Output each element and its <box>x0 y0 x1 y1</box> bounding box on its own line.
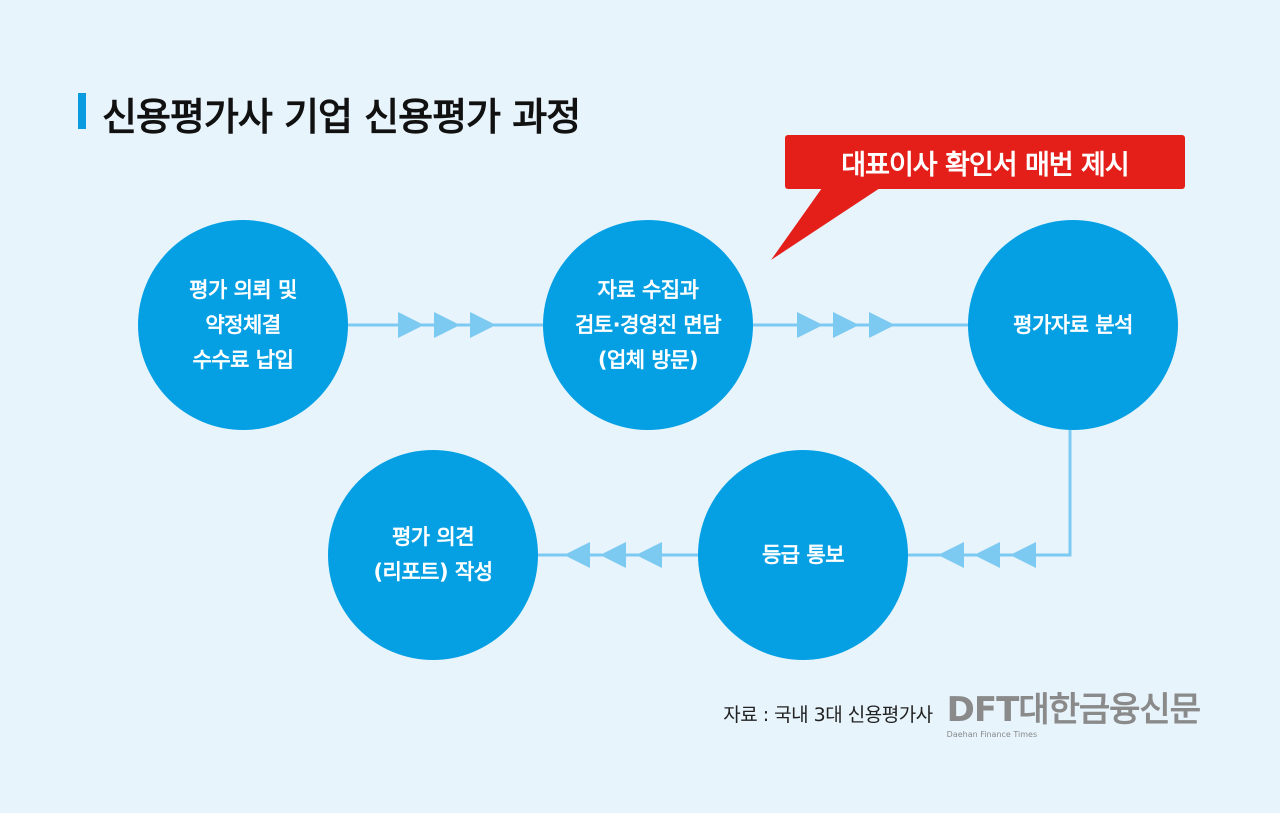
step-text: 약정체결 <box>205 312 281 337</box>
arrow-right-icon <box>470 312 496 338</box>
arrow-left-icon <box>564 542 590 568</box>
step-circle-2: 자료 수집과 검토·경영진 면담 (업체 방문) <box>543 220 753 430</box>
callout-tail <box>771 188 880 260</box>
arrow-right-icon <box>833 312 859 338</box>
arrow-left-icon <box>1010 542 1036 568</box>
arrow-left-icon <box>974 542 1000 568</box>
arrow-right-icon <box>434 312 460 338</box>
arrow-left-icon <box>600 542 626 568</box>
step-text: 검토·경영진 면담 <box>574 312 722 337</box>
step-text: 자료 수집과 <box>597 277 699 302</box>
step-circle-3: 평가자료 분석 <box>968 220 1178 430</box>
logo-sub: Daehan Finance Times <box>946 730 1038 739</box>
footer: 자료 : 국내 3대 신용평가사 DFT대한금융신문 Daehan Financ… <box>723 690 1201 740</box>
step-text: 수수료 납입 <box>192 347 294 372</box>
step-text: (리포트) 작성 <box>373 560 493 584</box>
step-text: 평가자료 분석 <box>1013 312 1133 337</box>
step-text: 평가 의뢰 및 <box>189 277 297 302</box>
step-circle-5: 평가 의견 (리포트) 작성 <box>328 450 538 660</box>
step-text: (업체 방문) <box>597 347 699 372</box>
step-text: 평가 의견 <box>391 525 475 549</box>
arrow-right-icon <box>869 312 895 338</box>
arrow-right-icon <box>797 312 823 338</box>
title-accent-bar <box>78 93 86 129</box>
arrow-left-icon <box>636 542 662 568</box>
step-text: 등급 통보 <box>761 542 845 567</box>
step-circle-1: 평가 의뢰 및 약정체결 수수료 납입 <box>138 220 348 430</box>
callout-box: 대표이사 확인서 매번 제시 <box>785 135 1185 189</box>
publisher-logo: DFT대한금융신문 Daehan Finance Times <box>946 690 1201 740</box>
step-circle-4: 등급 통보 <box>698 450 908 660</box>
connector-3-4 <box>908 430 1072 557</box>
arrow-right-icon <box>398 312 424 338</box>
arrow-left-icon <box>938 542 964 568</box>
page-title: 신용평가사 기업 신용평가 과정 <box>102 95 581 139</box>
logo-main: DFT대한금융신문 <box>946 690 1201 730</box>
source-note: 자료 : 국내 3대 신용평가사 <box>723 704 933 726</box>
